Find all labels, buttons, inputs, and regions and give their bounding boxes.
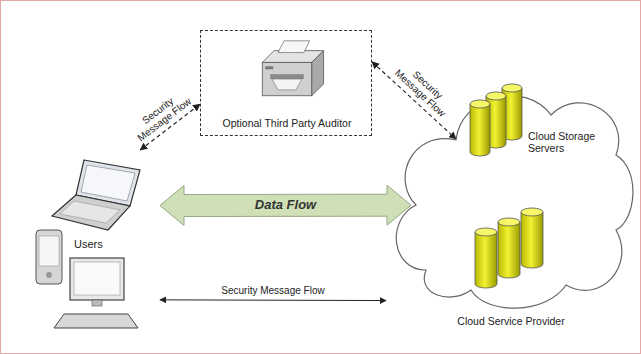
cloud-storage-label: Cloud Storage Servers xyxy=(528,130,600,154)
data-flow-arrow xyxy=(160,185,411,225)
security-flow-dashed xyxy=(140,104,200,150)
data-flow-label: Data Flow xyxy=(255,198,316,212)
users-label: Users xyxy=(74,238,103,251)
security-flow-line xyxy=(160,299,386,301)
flow-label: Security Message Flow xyxy=(123,83,198,148)
flow-label: Security Message Flow xyxy=(388,55,460,124)
flow-label: Security Message Flow xyxy=(219,285,326,296)
cloud-illustration xyxy=(386,70,636,335)
cloud-provider-label: Cloud Service Provider xyxy=(416,315,606,327)
auditor-label: Optional Third Party Auditor xyxy=(201,117,373,129)
cloud-provider: Cloud Storage ServersCloud Service Provi… xyxy=(386,70,636,335)
auditor-box: Optional Third Party Auditor xyxy=(200,30,372,136)
users-group: Users xyxy=(28,150,160,335)
security-flow-dashed xyxy=(372,62,456,139)
